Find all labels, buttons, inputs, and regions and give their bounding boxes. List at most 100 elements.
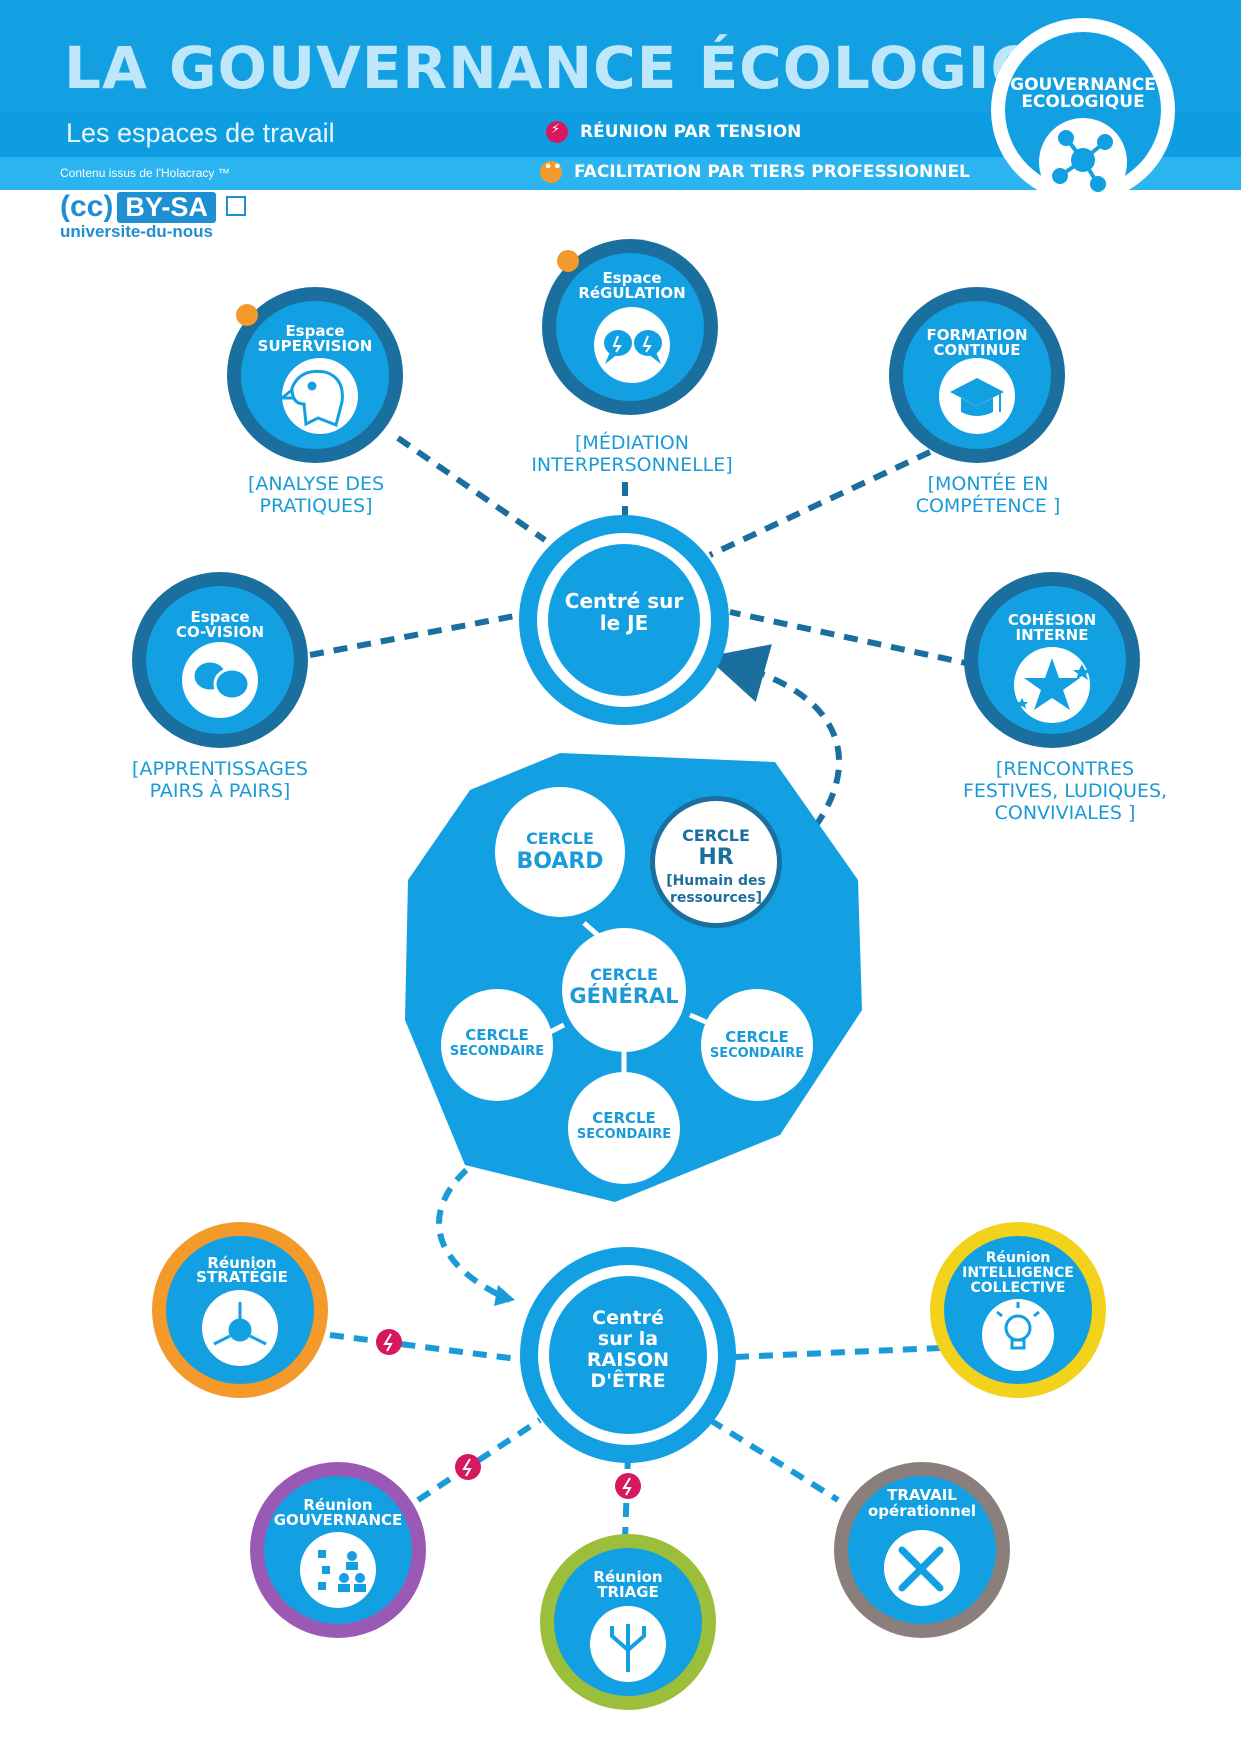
facilitation-marker (557, 250, 579, 272)
svg-text:Réunion: Réunion (303, 1496, 372, 1514)
caption-cohesion-1: [RENCONTRES (996, 758, 1134, 780)
license-badge: (cc)BY-SA universite-du-nous (60, 190, 246, 242)
tension-icon (546, 121, 568, 143)
circle-board[interactable]: CERCLE BOARD (495, 787, 625, 917)
svg-text:CONTINUE: CONTINUE (933, 341, 1020, 359)
circle-hr[interactable]: CERCLE HR [Humain des ressources] (650, 796, 782, 928)
node-supervision[interactable]: Espace SUPERVISION (227, 287, 403, 463)
chat-bubbles-icon (191, 659, 251, 701)
legend-tension: RÉUNION PAR TENSION (546, 121, 801, 143)
cc-icon: (cc) (60, 190, 114, 223)
svg-text:CERCLE: CERCLE (725, 1028, 789, 1046)
graduation-cap-icon (950, 378, 1004, 416)
caption-cohesion-3: CONVIVIALES ] (995, 802, 1136, 824)
node-regulation[interactable]: Espace RéGULATION (542, 239, 718, 415)
svg-text:COLLECTIVE: COLLECTIVE (970, 1280, 1065, 1296)
circle-secondary-bottom[interactable]: CERCLE SECONDAIRE (568, 1072, 680, 1184)
license-site: universite-du-nous (60, 222, 214, 241)
circle-secondary-left[interactable]: CERCLE SECONDAIRE (441, 989, 553, 1101)
svg-text:TRAVAIL: TRAVAIL (887, 1486, 957, 1504)
svg-text:STRATÉGIE: STRATÉGIE (196, 1267, 288, 1286)
caption-supervision-1: [ANALYSE DES (248, 473, 384, 495)
arrow-tip (494, 1285, 515, 1306)
legend-facilitation: FACILITATION PAR TIERS PROFESSIONNEL (540, 160, 970, 183)
page-subtitle: Les espaces de travail (66, 118, 335, 148)
svg-text:CERCLE: CERCLE (682, 826, 750, 845)
roles-icon (318, 1550, 366, 1592)
svg-text:GOUVERNANCE: GOUVERNANCE (274, 1511, 403, 1529)
node-travail[interactable]: TRAVAIL opérationnel (834, 1462, 1010, 1638)
caption-supervision-2: PRATIQUES] (260, 495, 373, 517)
svg-text:COHÉSION: COHÉSION (1008, 610, 1096, 629)
strategy-question-icon (213, 1302, 267, 1346)
circle-secondary-right[interactable]: CERCLE SECONDAIRE (701, 989, 813, 1101)
caption-formation-2: COMPÉTENCE ] (916, 494, 1061, 517)
svg-text:SECONDAIRE: SECONDAIRE (710, 1046, 804, 1061)
node-centre-je[interactable]: Centré sur le JE (519, 515, 729, 725)
svg-text:SECONDAIRE: SECONDAIRE (577, 1127, 671, 1142)
badge-line2: ECOLOGIQUE (1021, 92, 1144, 112)
caption-formation-1: [MONTÉE EN (928, 472, 1049, 495)
node-gouvernance[interactable]: Réunion GOUVERNANCE (250, 1462, 426, 1638)
node-intelligence[interactable]: Réunion INTELLIGENCE COLLECTIVE (930, 1222, 1106, 1398)
content-credit: Contenu issus de l'Holacracy ™ (60, 166, 230, 180)
svg-text:SECONDAIRE: SECONDAIRE (450, 1044, 544, 1059)
svg-text:CERCLE: CERCLE (592, 1109, 656, 1127)
node-triage[interactable]: Réunion TRIAGE (540, 1534, 716, 1710)
page-title: LA GOUVERNANCE ÉCOLOGIQUE (64, 34, 1130, 102)
node-formation[interactable]: FORMATION CONTINUE (889, 287, 1065, 463)
svg-text:INTELLIGENCE: INTELLIGENCE (962, 1265, 1074, 1281)
lightbulb-icon (996, 1302, 1040, 1350)
external-link-icon (225, 196, 246, 216)
svg-text:ressources]: ressources] (670, 890, 762, 906)
node-strategie[interactable]: Réunion STRATÉGIE (152, 1222, 328, 1398)
caption-covision-2: PAIRS À PAIRS] (150, 779, 291, 802)
svg-text:Centré sur: Centré sur (565, 589, 684, 613)
tools-icon (898, 1546, 944, 1592)
svg-text:[Humain des: [Humain des (666, 873, 766, 889)
svg-text:Réunion: Réunion (207, 1254, 276, 1272)
svg-text:RAISON: RAISON (587, 1349, 669, 1371)
svg-text:FORMATION: FORMATION (926, 326, 1027, 344)
branch-icon (610, 1624, 646, 1672)
speech-bubbles-icon (604, 330, 662, 364)
node-cohesion[interactable]: COHÉSION INTERNE (964, 572, 1140, 748)
svg-text:Espace: Espace (602, 269, 661, 287)
header-badge: GOUVERNANCE ECOLOGIQUE (991, 18, 1175, 206)
caption-cohesion-2: FESTIVES, LUDIQUES, (963, 780, 1167, 802)
svg-text:Réunion: Réunion (986, 1250, 1051, 1266)
svg-text:CERCLE: CERCLE (590, 965, 658, 984)
svg-text:GÉNÉRAL: GÉNÉRAL (569, 983, 678, 1008)
svg-text:TRIAGE: TRIAGE (597, 1583, 659, 1601)
svg-text:CO-VISION: CO-VISION (176, 623, 264, 641)
svg-text:Espace: Espace (190, 608, 249, 626)
svg-text:HR: HR (698, 845, 733, 870)
tension-markers (376, 1329, 641, 1499)
caption-covision-1: [APPRENTISSAGES (132, 758, 308, 780)
lower-connectors (329, 1152, 941, 1541)
network-icon (1052, 130, 1113, 192)
svg-text:D'ÊTRE: D'ÊTRE (590, 1369, 665, 1392)
node-centre-raison[interactable]: Centré sur la RAISON D'ÊTRE (520, 1247, 736, 1463)
badge-line1: GOUVERNANCE (1010, 75, 1156, 95)
license-type: BY-SA (117, 192, 216, 223)
svg-text:INTERNE: INTERNE (1016, 626, 1089, 644)
star-icon (1016, 658, 1091, 710)
svg-text:opérationnel: opérationnel (868, 1502, 976, 1520)
facilitation-marker (236, 304, 258, 326)
eagle-icon (277, 369, 344, 428)
svg-text:SUPERVISION: SUPERVISION (258, 337, 373, 355)
svg-text:Centré: Centré (592, 1307, 664, 1329)
svg-text:CERCLE: CERCLE (465, 1026, 529, 1044)
svg-text:le JE: le JE (600, 611, 649, 635)
svg-text:RéGULATION: RéGULATION (578, 284, 685, 302)
caption-regulation-2: INTERPERSONNELLE] (531, 454, 732, 476)
svg-text:BOARD: BOARD (516, 849, 603, 874)
upper-connectors (309, 435, 976, 848)
svg-text:Espace: Espace (285, 322, 344, 340)
facilitation-icon (540, 160, 563, 183)
svg-text:sur la: sur la (598, 1328, 658, 1350)
circle-general[interactable]: CERCLE GÉNÉRAL (562, 928, 686, 1052)
node-covision[interactable]: Espace CO-VISION (132, 572, 308, 748)
